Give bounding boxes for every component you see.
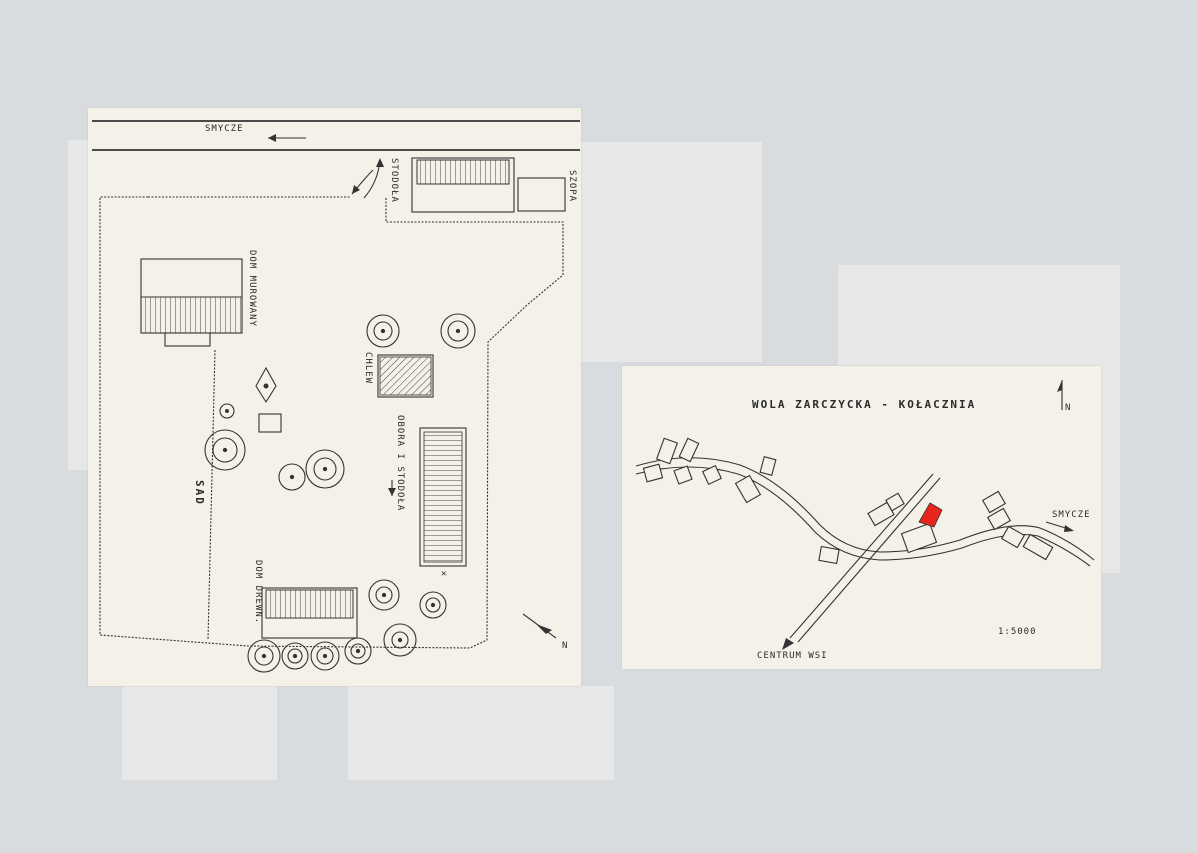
main-road: [635, 466, 1091, 567]
village-building: [734, 474, 762, 504]
road-to-centre: [797, 477, 941, 643]
smycze-label: SMYCZE: [1052, 510, 1091, 520]
location-north-arrow-icon: N: [1057, 380, 1071, 413]
ghost-paper: [348, 686, 614, 780]
village-building: [759, 456, 777, 476]
village-building: [642, 463, 664, 483]
village-building: [678, 437, 700, 463]
tree: [419, 591, 447, 619]
obora-entrance-arrow: [388, 480, 396, 496]
village-building: [1000, 525, 1026, 549]
obora-stodola-roof: [423, 431, 463, 563]
village-building: [701, 464, 723, 486]
location-north-label: N: [1065, 403, 1071, 413]
village-building: [900, 522, 938, 554]
tree: [310, 641, 340, 671]
tree: [281, 642, 309, 670]
location-title: WOLA ZARCZYCKA - KOŁACZNIA: [752, 398, 976, 411]
dom-murowany-porch: [164, 332, 211, 347]
entrance-arrows: [351, 158, 384, 199]
centre-arrow: [782, 638, 794, 650]
village-building: [1022, 533, 1054, 561]
tree: [440, 313, 476, 349]
village-building: [981, 490, 1007, 514]
tree: [383, 623, 417, 657]
scale-label: 1:5000: [998, 627, 1037, 637]
tree: [278, 463, 306, 491]
tree: [344, 637, 372, 665]
szopa-label: SZOPA: [567, 170, 577, 202]
tree: [366, 314, 400, 348]
location-map-sheet: [622, 366, 1101, 669]
dom-drewn-label: DOM DREWN.: [253, 560, 263, 624]
road-direction-arrow: [268, 134, 306, 142]
village-building: [818, 545, 840, 565]
well-mark: ✕: [441, 569, 447, 579]
szopa-building: [517, 177, 566, 212]
sad-label: SAD: [193, 480, 206, 506]
dom-murowany-label: DOM MUROWANY: [247, 250, 257, 327]
tree: [305, 449, 345, 489]
village-building: [885, 492, 905, 512]
plan-north-label: N: [562, 641, 568, 651]
tree: [204, 429, 246, 471]
obora-stodola-label: OBORA I STODOŁA: [395, 415, 405, 511]
smycze-arrow: [1045, 521, 1074, 532]
shrine-dot: [263, 383, 269, 389]
stodola-label: STODOŁA: [389, 158, 399, 203]
ghost-paper: [122, 686, 277, 780]
chlew-roof: [379, 356, 432, 396]
property-boundary: [99, 196, 564, 649]
chlew-label: CHLEW: [363, 352, 373, 384]
ghost-paper: [580, 142, 762, 362]
small-shed: [258, 413, 282, 433]
centrum-label: CENTRUM WSI: [757, 651, 828, 661]
stodola-roof: [416, 159, 510, 185]
farmstead-highlight: [918, 502, 943, 528]
dom-murowany-roof: [140, 296, 243, 334]
village-building: [655, 437, 679, 465]
village-building: [673, 465, 693, 485]
road-to-centre: [789, 473, 934, 639]
dom-drewn-roof: [265, 589, 354, 619]
trees: [204, 313, 476, 673]
plan-north-arrow-icon: N: [522, 613, 568, 651]
tree: [368, 579, 400, 611]
tree: [219, 403, 235, 419]
tree: [247, 639, 281, 673]
road-label: SMYCZE: [205, 124, 244, 134]
orchard-divider: [207, 349, 216, 641]
village-building: [986, 507, 1012, 531]
village-buildings: [642, 437, 1054, 565]
